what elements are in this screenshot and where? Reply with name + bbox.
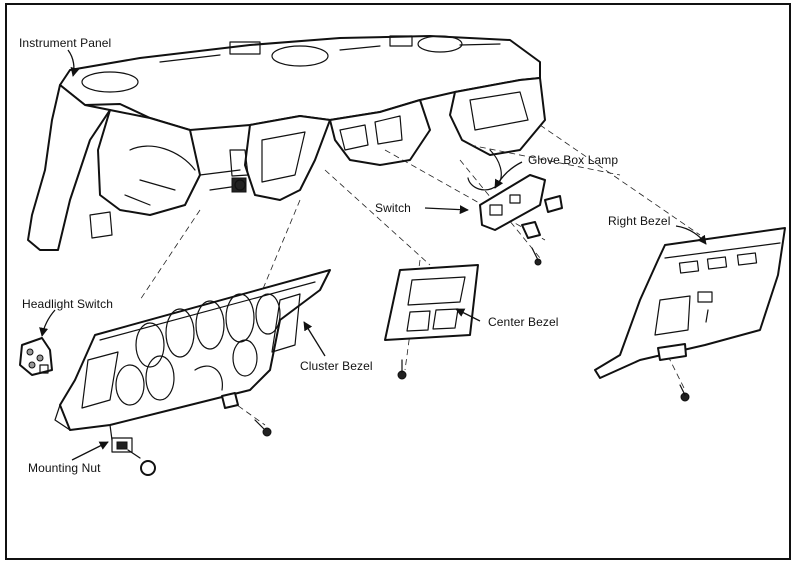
label-instrument-panel: Instrument Panel (19, 36, 112, 50)
label-right-bezel: Right Bezel (608, 214, 671, 228)
label-cluster-bezel: Cluster Bezel (300, 359, 373, 373)
headlight-switch-part (19, 337, 53, 376)
instrument-panel-part (27, 35, 546, 251)
label-center-bezel: Center Bezel (488, 315, 559, 329)
cluster-bezel-part (54, 269, 331, 476)
center-bezel-part (384, 264, 479, 380)
glove-box-lamp-part (467, 149, 563, 266)
right-bezel-part (594, 227, 786, 402)
leader-lines (39, 49, 707, 461)
label-glove-box-lamp: Glove Box Lamp (528, 153, 619, 167)
label-switch: Switch (375, 201, 411, 215)
label-mounting-nut: Mounting Nut (28, 461, 101, 475)
assembly-lines (139, 124, 701, 426)
label-headlight-switch: Headlight Switch (22, 297, 113, 311)
